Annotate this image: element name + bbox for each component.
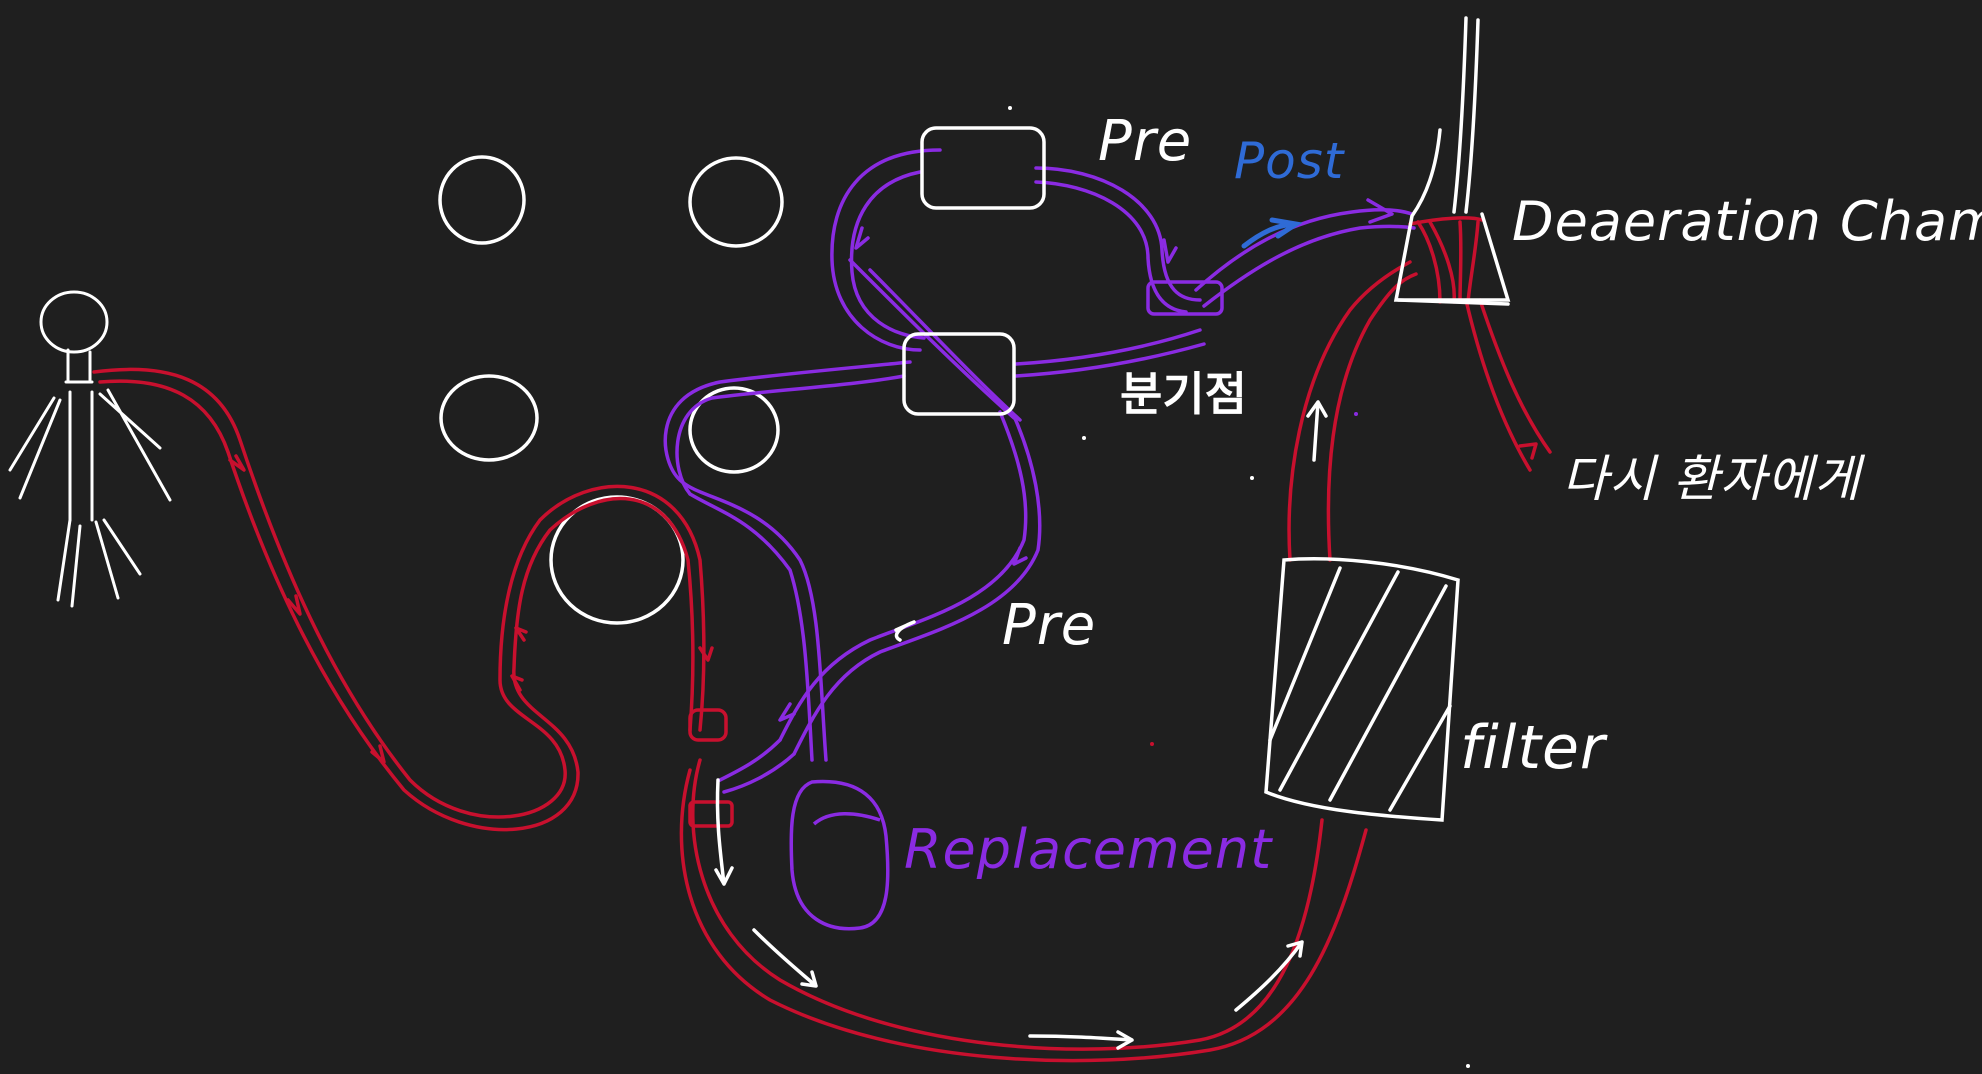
deaeration-chamber [1393,16,1511,306]
clamp-lower [688,800,734,828]
stray-red-dot [1150,742,1154,746]
stray-purple-dot [1354,412,1358,416]
clamp-upper [688,708,728,742]
arrow-pre-small [894,620,916,642]
flow-arrows [714,400,1328,1050]
arrow-up-right [1234,940,1304,1012]
fluid-lines [663,148,1416,794]
fluid-boxes [902,126,1046,416]
arrow-down-left [714,778,734,886]
post-arrow [1241,217,1303,249]
pump-circles [438,155,784,625]
circle-2 [688,156,784,248]
label-pre-top: Pre [1098,109,1192,174]
label-filter: filter [1460,713,1608,783]
circle-4 [688,386,780,474]
label-post: Post [1234,132,1346,190]
arrow-down-right [752,928,818,988]
filter-cartridge [1264,557,1460,822]
branch-box [902,332,1016,416]
label-replacement: Replacement [904,818,1273,881]
circle-3 [439,374,539,462]
circle-1 [438,155,526,245]
replacement-bag [789,779,890,931]
arrow-right-bottom [1028,1030,1134,1050]
pre-box-top [920,126,1046,210]
patient-figure [8,290,172,608]
label-deaeration-chamber: Deaeration Chamber [1512,190,1982,253]
stray-dots [1008,106,1470,1068]
label-return-to-patient: 다시 환자에게 [1562,450,1866,508]
label-pre-bottom: Pre [1002,593,1096,658]
branch-clamp [1146,280,1224,316]
label-branch-point: 분기점 [1120,367,1247,421]
line-clamps [688,708,734,828]
blood-lines [92,216,1552,1063]
arrow-up-left [1306,400,1328,462]
